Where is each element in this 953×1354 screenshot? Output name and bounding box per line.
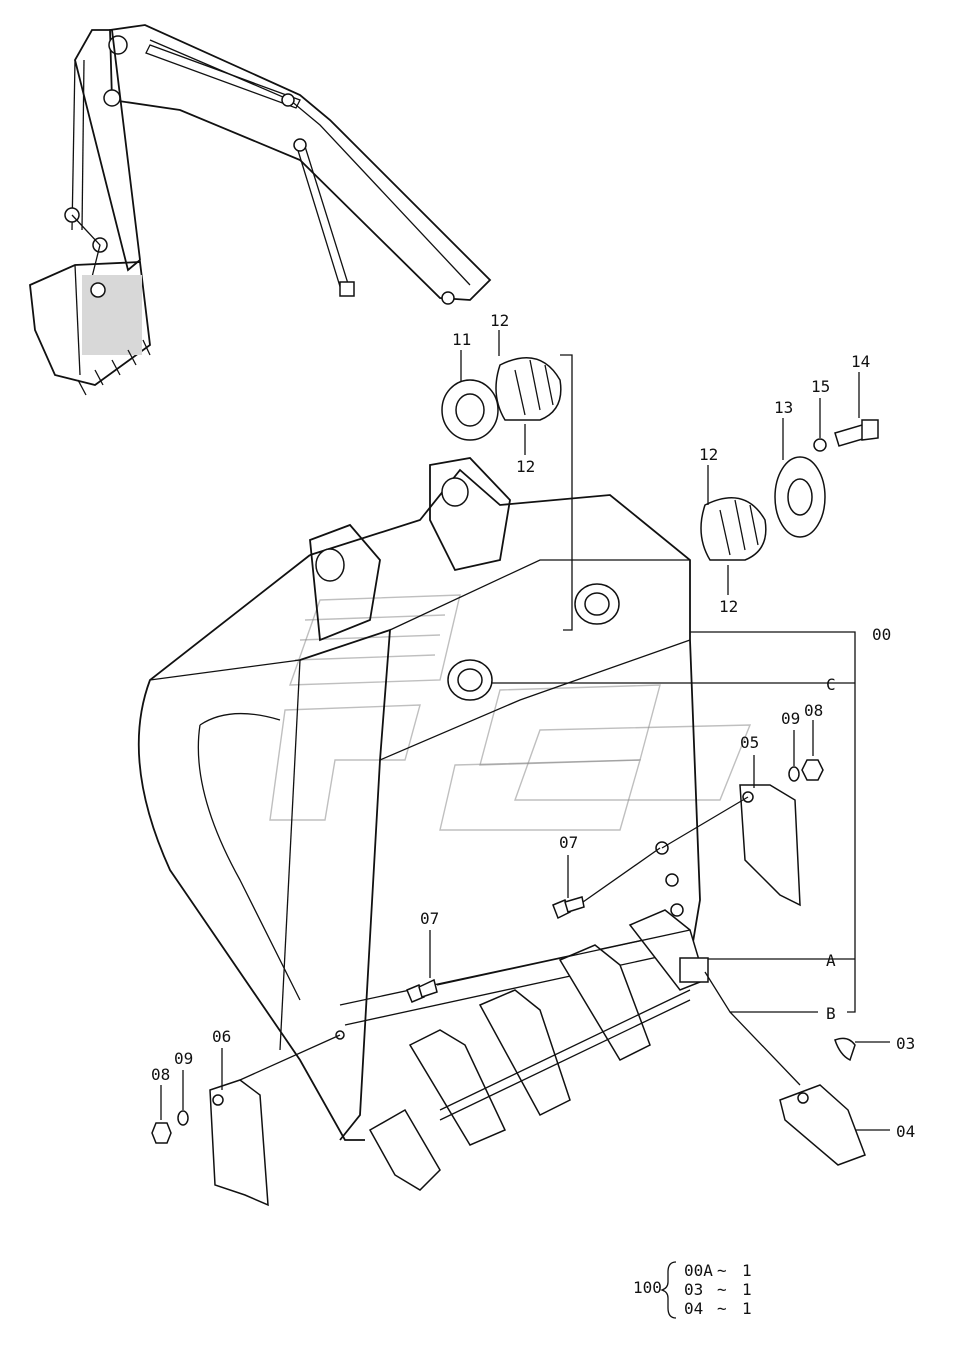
callout-04: 04 xyxy=(896,1122,915,1141)
callout-B: B xyxy=(826,1004,836,1023)
callout-14: 14 xyxy=(851,352,870,371)
callout-03: 03 xyxy=(896,1034,915,1053)
kit-row-2-sep: ~ xyxy=(717,1280,727,1299)
callout-12-top: 12 xyxy=(490,311,509,330)
callout-09-left: 09 xyxy=(174,1049,193,1068)
excavator-arm-icon xyxy=(29,24,492,396)
part-03-icon xyxy=(834,1037,856,1062)
part-13-icon xyxy=(774,456,826,538)
callout-labels: 11 12 12 12 12 13 15 14 00 C 09 08 05 07… xyxy=(151,311,915,1141)
kit-row-3-part: 04 xyxy=(684,1299,703,1318)
kit-brace xyxy=(659,1261,677,1319)
kit-row-1-qty: 1 xyxy=(742,1261,752,1280)
part-08-nut-left-icon xyxy=(151,1122,172,1144)
callout-09-right: 09 xyxy=(781,709,800,728)
part-11-icon xyxy=(441,379,499,441)
kit-row-2-qty: 1 xyxy=(742,1280,752,1299)
callout-08-left: 08 xyxy=(151,1065,170,1084)
kit-row-2-part: 03 xyxy=(684,1280,703,1299)
callout-08-right: 08 xyxy=(804,701,823,720)
kit-row-1-sep: ~ xyxy=(717,1261,727,1280)
callout-12-right-bottom: 12 xyxy=(719,597,738,616)
callout-05: 05 xyxy=(740,733,759,752)
callout-06: 06 xyxy=(212,1027,231,1046)
part-14-icon xyxy=(834,419,879,447)
kit-row-1-part: 00A xyxy=(684,1261,713,1280)
callout-00: 00 xyxy=(872,625,891,644)
part-09-washer-right-icon xyxy=(788,766,800,782)
part-15-icon xyxy=(813,438,827,452)
part-12-shims-upper-icon xyxy=(495,357,562,421)
kit-row-3-qty: 1 xyxy=(742,1299,752,1318)
kit-row-3-sep: ~ xyxy=(717,1299,727,1318)
part-05-icon xyxy=(739,784,801,907)
bucket-body-icon xyxy=(137,457,709,1191)
callout-12-mid: 12 xyxy=(516,457,535,476)
callout-12-right-top: 12 xyxy=(699,445,718,464)
part-07-bolt-left-icon xyxy=(406,978,438,1003)
callout-11: 11 xyxy=(452,330,471,349)
part-06-icon xyxy=(209,1079,269,1207)
callout-07-right: 07 xyxy=(559,833,578,852)
callout-C: C xyxy=(826,675,836,694)
callout-15: 15 xyxy=(811,377,830,396)
kit-note: 100 00A ~ 1 03 ~ 1 04 ~ 1 xyxy=(633,1261,752,1319)
callout-13: 13 xyxy=(774,398,793,417)
part-12-shims-lower-icon xyxy=(700,497,767,561)
kit-number: 100 xyxy=(633,1278,662,1297)
part-07-bolt-right-icon xyxy=(552,896,585,920)
part-09-washer-left-icon xyxy=(177,1110,189,1126)
callout-A: A xyxy=(826,951,836,970)
callout-07-left: 07 xyxy=(420,909,439,928)
part-04-icon xyxy=(779,1084,866,1166)
leader-lines xyxy=(160,330,890,1131)
part-08-nut-right-icon xyxy=(801,759,824,781)
